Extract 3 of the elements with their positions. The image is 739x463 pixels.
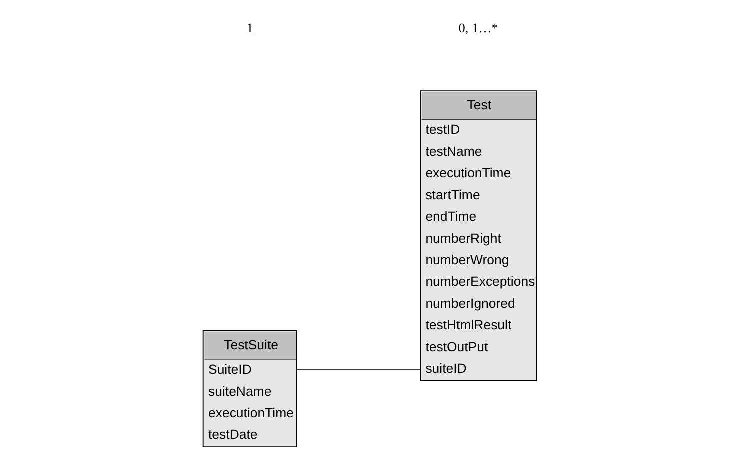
label: 1 (246, 20, 253, 36)
connector (296, 370, 421, 371)
label: 0, 1…* (458, 20, 498, 36)
